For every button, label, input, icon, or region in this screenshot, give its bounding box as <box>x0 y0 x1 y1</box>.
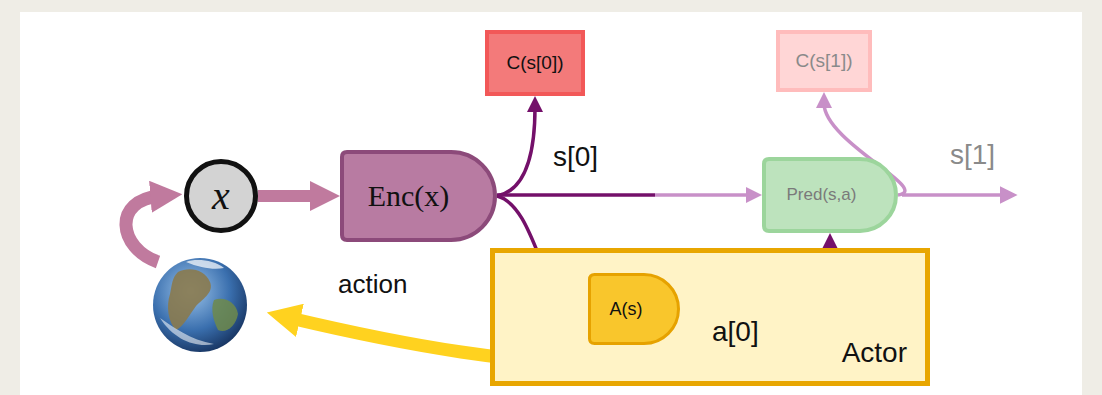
connector-arrow <box>258 190 319 202</box>
shape-outline <box>342 152 495 240</box>
connector-arrow <box>497 107 535 196</box>
shape-outline <box>590 275 679 344</box>
encoder-block: Enc(x) <box>340 150 497 242</box>
state-label: s[0] <box>553 141 598 173</box>
node-text: Pred(s,a) <box>787 185 857 205</box>
shape-outline <box>187 162 256 231</box>
node-text: Enc(x) <box>368 179 450 214</box>
earth-illustration <box>153 258 247 352</box>
node-text: Actor <box>842 337 907 369</box>
signal-label: action <box>338 270 407 300</box>
actor-panel: Actor A(s) <box>490 248 930 386</box>
predictor-block: Pred(s,a) <box>762 157 898 233</box>
cost-box: C(s[0]) <box>485 30 585 96</box>
action-label: a[0] <box>712 316 759 348</box>
node-text: x <box>212 173 230 219</box>
shape-outline <box>764 159 896 231</box>
node-text: C(s[0]) <box>507 52 564 74</box>
node-text: C(s[1]) <box>796 50 853 72</box>
actor-block: A(s) <box>588 273 680 345</box>
cost-box: C(s[1]) <box>776 30 872 92</box>
connector-arrow <box>497 193 751 197</box>
state-label: s[1] <box>950 139 995 171</box>
node-text: A(s) <box>610 299 643 320</box>
state-output-arrow <box>902 193 1005 197</box>
observation-loop-arrow <box>126 196 160 262</box>
input-circle: x <box>184 159 258 233</box>
